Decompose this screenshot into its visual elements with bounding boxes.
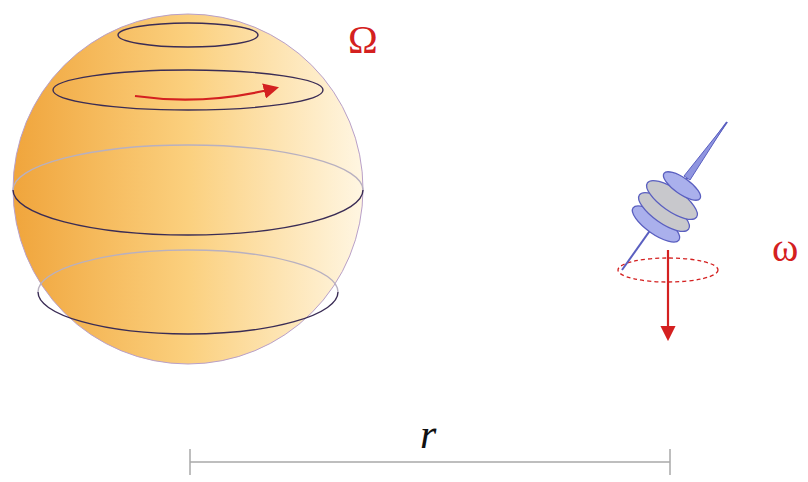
latitude-lines [13,23,363,334]
precession-label: ω [772,228,798,268]
angular-velocity-label: Ω [348,20,378,60]
planet-sphere [13,14,363,364]
gyroscope [618,122,727,338]
rotation-arrow [135,88,276,100]
distance-label: r [420,413,436,455]
